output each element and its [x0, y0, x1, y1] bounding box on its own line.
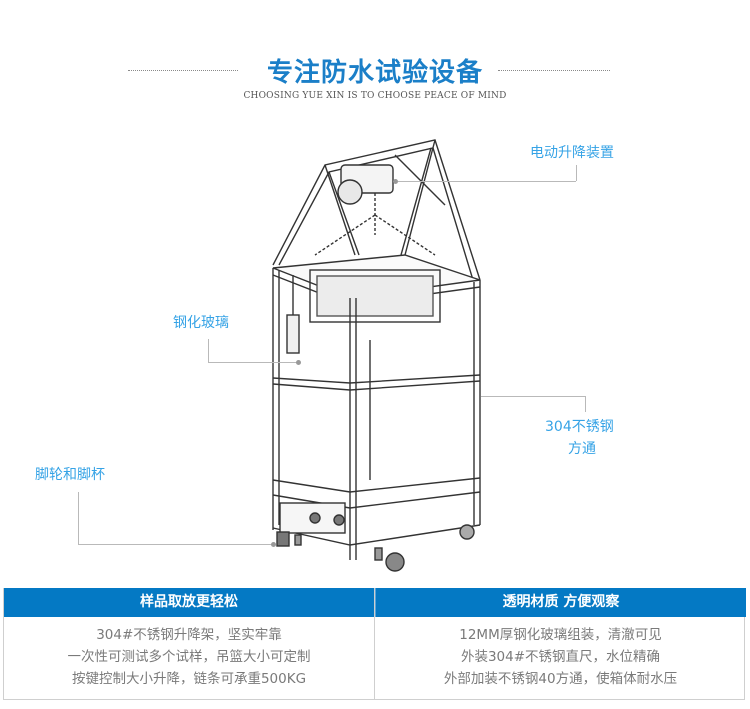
callout-leader-horizontal: [481, 396, 585, 397]
header-divider-left: [128, 70, 238, 71]
page-subtitle: CHOOSING YUE XIN IS TO CHOOSE PEACE OF M…: [243, 91, 507, 101]
header-divider-right: [498, 70, 610, 71]
feature-line: 外装304#不锈钢直尺，水位精确: [460, 649, 661, 665]
callout-leader-vertical: [585, 396, 586, 412]
callout-leader-horizontal: [208, 362, 298, 363]
callout-anchor-dot: [393, 179, 398, 184]
feature-heading: 透明材质 方便观察: [375, 588, 746, 617]
callout-leader-horizontal: [398, 181, 576, 182]
feature-column-easy-loading: 样品取放更轻松 304#不锈钢升降架，坚实牢靠 一次性可测试多个试样，吊篮大小可…: [4, 588, 375, 700]
feature-line: 12MM厚钢化玻璃组装，清澈可见: [459, 627, 662, 643]
callout-casters-feet: 脚轮和脚杯: [35, 467, 105, 483]
callout-stainless-tube-line2: 方通: [568, 441, 596, 457]
callout-anchor-dot: [271, 542, 276, 547]
feature-line: 一次性可测试多个试样，吊篮大小可定制: [67, 649, 311, 665]
feature-line: 外部加装不锈钢40方通，使箱体耐水压: [443, 671, 678, 687]
callout-tempered-glass: 钢化玻璃: [173, 315, 229, 331]
feature-line: 按键控制大小升降，链条可承重500KG: [71, 671, 307, 687]
feature-column-transparent: 透明材质 方便观察 12MM厚钢化玻璃组装，清澈可见 外装304#不锈钢直尺，水…: [375, 588, 746, 700]
callout-leader-vertical: [576, 165, 577, 181]
callout-leader-vertical: [208, 339, 209, 362]
feature-table: 样品取放更轻松 304#不锈钢升降架，坚实牢靠 一次性可测试多个试样，吊篮大小可…: [3, 588, 746, 700]
feature-line: 304#不锈钢升降架，坚实牢靠: [96, 627, 282, 643]
page-title: 专注防水试验设备: [266, 58, 483, 88]
feature-heading: 样品取放更轻松: [4, 588, 374, 617]
callout-stainless-tube-line1: 304不锈钢: [545, 419, 614, 435]
callout-anchor-dot: [296, 360, 301, 365]
callout-leader-horizontal: [78, 544, 272, 545]
callout-electric-lift: 电动升降装置: [530, 145, 614, 161]
callout-leader-vertical: [78, 492, 79, 544]
test-cabinet-illustration: [272, 139, 481, 572]
